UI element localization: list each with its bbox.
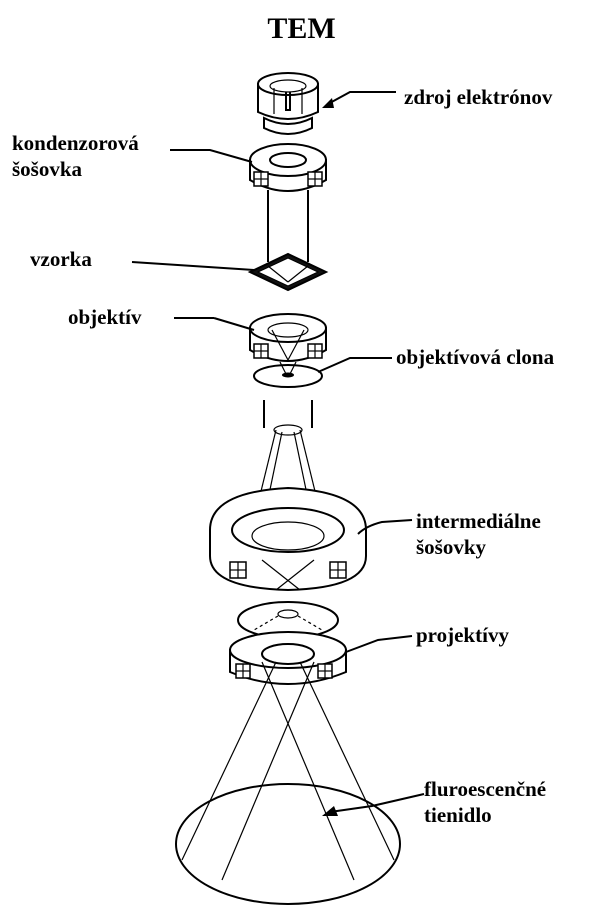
objective-lens [250, 314, 326, 361]
label-specimen: vzorka [30, 246, 92, 272]
label-condenser-line2: šošovka [12, 156, 82, 182]
beam-column [268, 190, 308, 262]
label-condenser-line1: kondenzorová [12, 130, 139, 156]
fluorescent-screen [176, 784, 400, 904]
label-projector: projektívy [416, 622, 509, 648]
specimen [250, 254, 326, 290]
electron-source [258, 73, 318, 134]
label-electron-source: zdroj elektrónov [404, 84, 552, 110]
label-objective: objektív [68, 304, 142, 330]
objective-aperture [254, 362, 322, 387]
label-objective-aperture: objektívová clona [396, 344, 554, 370]
condenser-lens [250, 144, 326, 191]
beam-cone-lower [182, 662, 394, 880]
label-screen-line1: fluroescenčné [424, 776, 546, 802]
projector-lens [230, 602, 346, 684]
label-screen-line2: tienidlo [424, 802, 492, 828]
label-intermediate-line1: intermediálne [416, 508, 541, 534]
label-intermediate-line2: šošovky [416, 534, 486, 560]
intermediate-lens [210, 488, 366, 590]
